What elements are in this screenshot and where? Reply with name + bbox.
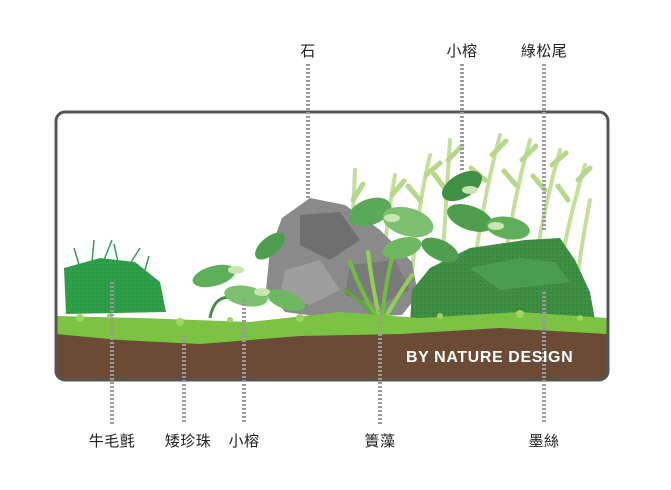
label-vallisneria: 簀藻 — [364, 432, 396, 450]
label-java-moss: 墨絲 — [528, 432, 560, 450]
small-banyan-plant-right — [348, 170, 530, 263]
label-stone: 石 — [300, 42, 316, 60]
leader-lines — [110, 64, 546, 424]
label-cattle-moss: 牛毛氈 — [88, 432, 136, 450]
label-green-pine-tail: 綠松尾 — [520, 42, 568, 60]
tank-frame — [54, 110, 610, 382]
brand-caption: BY NATURE DESIGN — [406, 349, 574, 366]
label-small-banyan-top: 小榕 — [446, 42, 478, 60]
label-dwarf-pearl: 矮珍珠 — [164, 432, 212, 450]
label-small-banyan-bottom: 小榕 — [228, 432, 260, 450]
cattle-moss-clump — [64, 239, 166, 314]
substrate — [56, 310, 608, 380]
small-banyan-plant-left — [192, 232, 306, 319]
stone — [266, 198, 418, 318]
